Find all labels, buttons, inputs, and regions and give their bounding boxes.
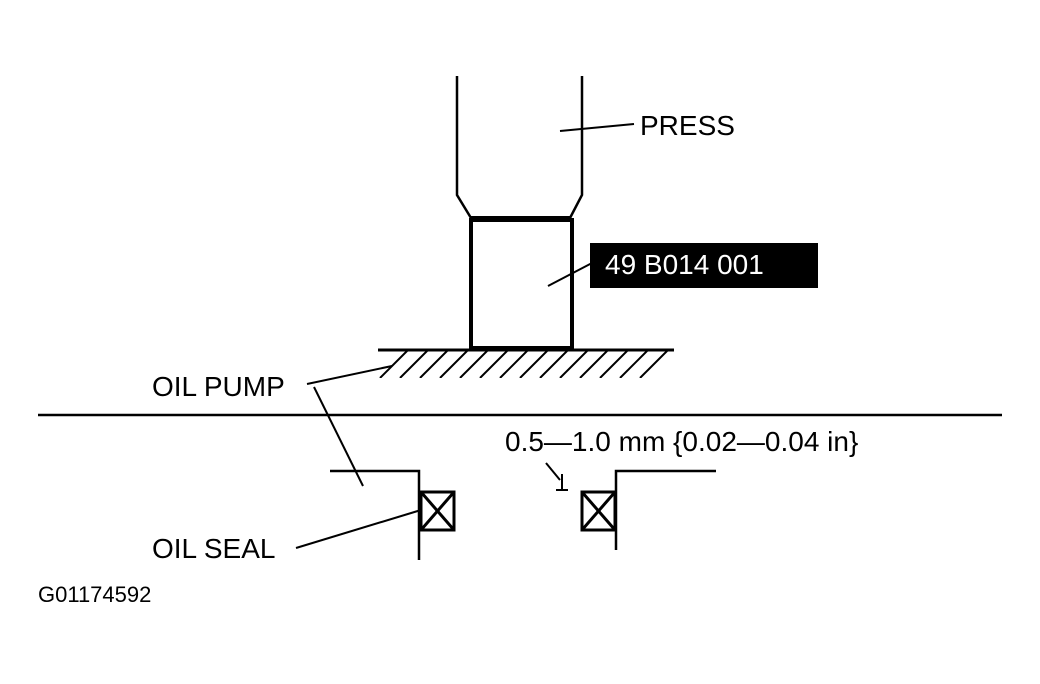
press-ram xyxy=(455,76,584,220)
right-housing-section xyxy=(614,469,716,550)
dimension-indicator xyxy=(545,462,568,491)
oil-seal-leader xyxy=(295,509,422,549)
press-leader-line xyxy=(559,123,635,132)
special-tool-block xyxy=(469,218,574,350)
oil-pump-leader xyxy=(306,365,393,487)
left-housing-section xyxy=(330,469,421,560)
surface-hatching xyxy=(378,348,674,378)
press-label: PRESS xyxy=(640,110,735,141)
oil-seal-left xyxy=(419,490,456,532)
dimension-label: 0.5—1.0 mm {0.02—0.04 in} xyxy=(505,426,859,457)
tool-number-badge xyxy=(590,243,818,288)
tool-number-label: 49 B014 001 xyxy=(605,249,764,280)
oil-seal-label: OIL SEAL xyxy=(152,533,276,564)
oil-pump-label: OIL PUMP xyxy=(152,371,285,402)
figure-id-label: G01174592 xyxy=(38,582,152,607)
oil-seal-right xyxy=(580,490,617,532)
tool-leader-line xyxy=(547,262,593,287)
